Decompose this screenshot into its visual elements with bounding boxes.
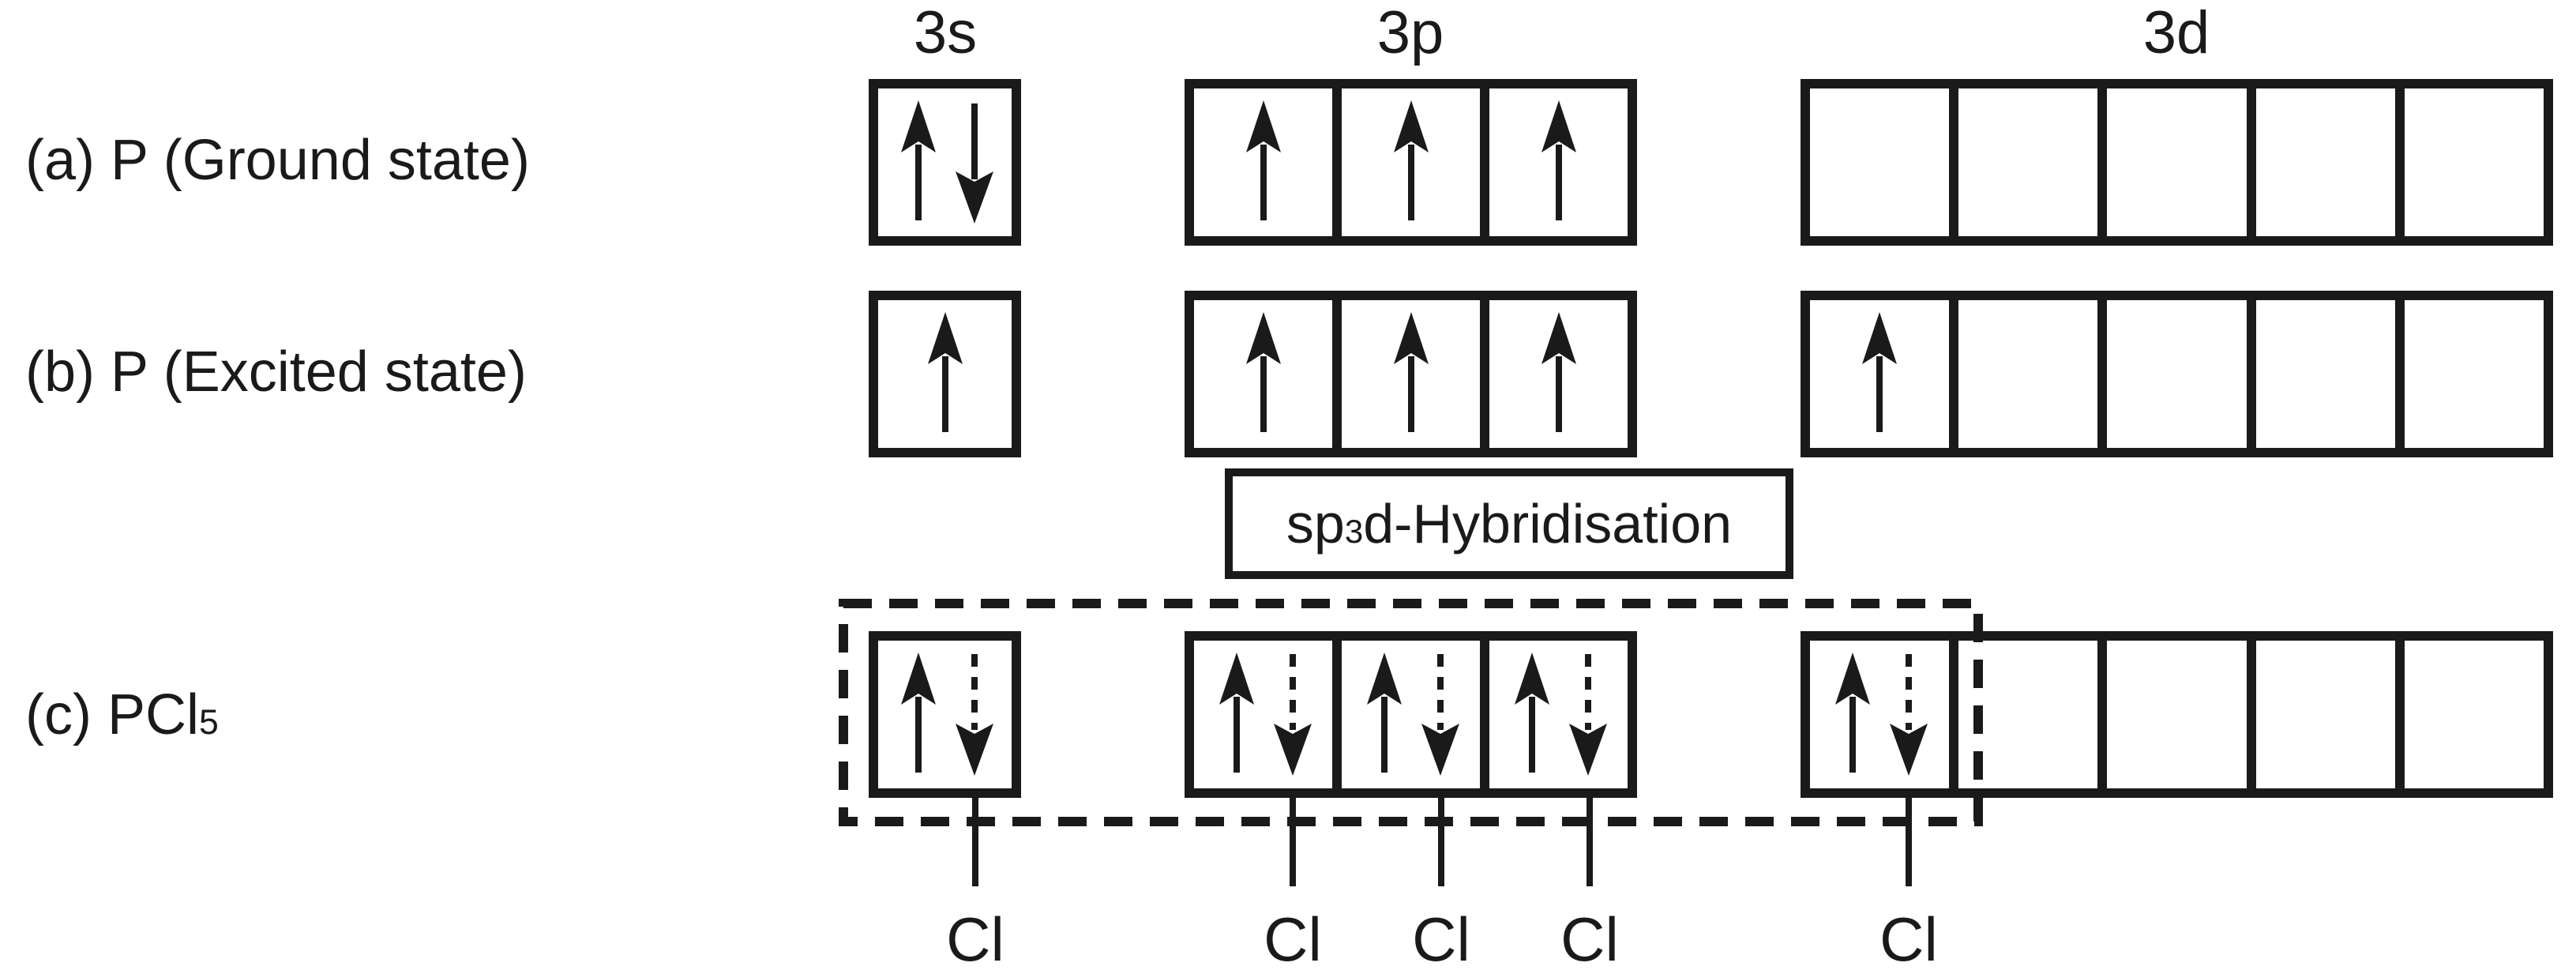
up-arrow-icon (1388, 312, 1435, 435)
orbital-cell-single-electron (1342, 88, 1489, 236)
dashed-down-arrow-icon (1269, 652, 1316, 776)
p-cl-bond-line (1587, 795, 1593, 886)
up-arrow-icon (1240, 100, 1287, 224)
orbital-cell-hybrid-electron-pair (1342, 641, 1489, 788)
cl-atom-label: Cl (1879, 904, 1938, 974)
cl-atom-label: Cl (1560, 904, 1619, 974)
orbital-cell-single-electron (878, 300, 1012, 448)
orbital-cell-hybrid-electron-pair (1194, 641, 1342, 788)
orbital-cell-empty (2256, 300, 2405, 448)
p-cl-bond-line (1906, 795, 1912, 886)
orbital-cell-empty (2405, 88, 2544, 236)
dashed-down-arrow-icon (1885, 652, 1932, 776)
up-arrow-icon (922, 312, 969, 435)
orbital-group-3p-excited (1185, 291, 1637, 457)
orbital-cell-empty (1810, 88, 1959, 236)
orbital-cell-single-electron (1489, 88, 1628, 236)
up-arrow-icon (895, 652, 942, 776)
p-cl-bond-line (972, 795, 978, 886)
column-header-3p: 3p (1376, 0, 1444, 66)
up-arrow-icon (1535, 100, 1583, 224)
column-header-3d: 3d (2142, 0, 2210, 66)
cl-atom-label: Cl (1264, 904, 1322, 974)
row-label-ground-state: (a) P (Ground state) (25, 129, 530, 192)
orbital-cell-paired-electrons (878, 88, 1012, 236)
orbital-cell-empty (1958, 88, 2108, 236)
orbital-cell-empty (1958, 300, 2108, 448)
orbital-group-3d-excited (1801, 291, 2553, 457)
cl-atom-label: Cl (1412, 904, 1470, 974)
up-arrow-icon (1388, 100, 1435, 224)
orbital-group-3d-pcl5 (1801, 631, 2553, 798)
orbital-cell-empty (2107, 88, 2256, 236)
hybridisation-label: sp3d-Hybridisation (1286, 493, 1733, 555)
orbital-cell-hybrid-electron-pair (1489, 641, 1628, 788)
column-header-3s: 3s (913, 0, 978, 66)
orbital-cell-hybrid-electron-pair (878, 641, 1012, 788)
up-arrow-icon (1213, 652, 1260, 776)
orbital-group-3d-ground (1801, 79, 2553, 246)
up-arrow-icon (1240, 312, 1287, 435)
orbital-group-3p-pcl5 (1185, 631, 1637, 798)
row-label-pcl5: (c) PCl5 (25, 683, 219, 746)
orbital-group-3s-ground (869, 79, 1021, 246)
orbital-cell-single-electron (1194, 88, 1342, 236)
orbital-cell-empty (2405, 300, 2544, 448)
up-arrow-icon (1535, 312, 1583, 435)
cl-atom-label: Cl (946, 904, 1004, 974)
orbital-cell-single-electron (1810, 300, 1959, 448)
up-arrow-icon (1856, 312, 1903, 435)
orbital-cell-empty (2107, 641, 2256, 788)
up-arrow-icon (1508, 652, 1556, 776)
orbital-group-3p-ground (1185, 79, 1637, 246)
row-label-excited-state: (b) P (Excited state) (25, 340, 527, 404)
hybridisation-label-box: sp3d-Hybridisation (1225, 468, 1793, 579)
orbital-cell-single-electron (1194, 300, 1342, 448)
orbital-cell-empty (2256, 88, 2405, 236)
dashed-down-arrow-icon (1417, 652, 1464, 776)
orbital-cell-single-electron (1489, 300, 1628, 448)
up-arrow-icon (1829, 652, 1876, 776)
orbital-cell-hybrid-electron-pair (1810, 641, 1959, 788)
up-arrow-icon (1361, 652, 1408, 776)
p-cl-bond-line (1438, 795, 1444, 886)
p-cl-bond-line (1290, 795, 1296, 886)
orbital-cell-empty (2107, 300, 2256, 448)
orbital-group-3s-pcl5 (869, 631, 1021, 798)
orbital-cell-empty (2256, 641, 2405, 788)
down-arrow-icon (951, 100, 998, 224)
up-arrow-icon (895, 100, 942, 224)
orbital-cell-empty (1958, 641, 2108, 788)
orbital-group-3s-excited (869, 291, 1021, 457)
dashed-down-arrow-icon (951, 652, 998, 776)
dashed-down-arrow-icon (1564, 652, 1612, 776)
orbital-cell-empty (2405, 641, 2544, 788)
orbital-cell-single-electron (1342, 300, 1489, 448)
